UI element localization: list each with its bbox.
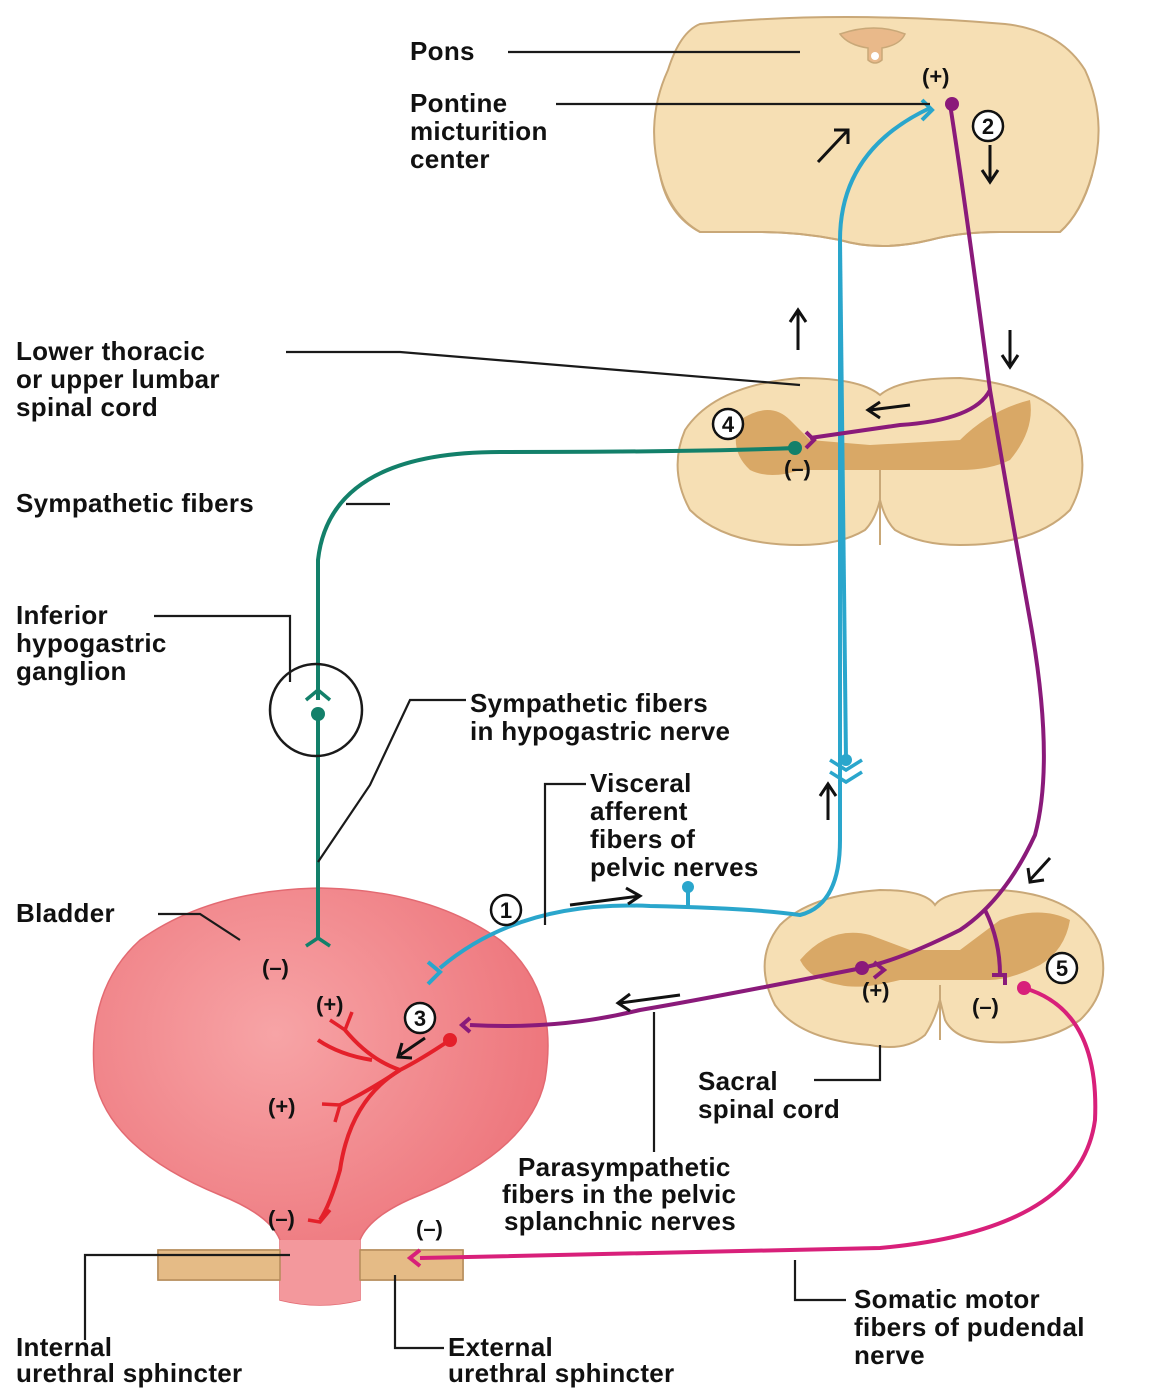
label-sympathetic-hypogastric: Sympathetic fibers in hypogastric nerve	[470, 688, 730, 746]
sign-detrusor-plus-top: (+)	[316, 992, 344, 1017]
step-4: 4	[713, 409, 743, 439]
step-5-number: 5	[1056, 956, 1068, 981]
label-sympathetic-fibers: Sympathetic fibers	[16, 488, 254, 518]
sign-sacral-plus: (+)	[862, 978, 890, 1003]
label-external-sphincter: External urethral sphincter	[448, 1332, 674, 1388]
label-sacral-cord: Sacral spinal cord	[698, 1066, 840, 1124]
label-internal-sphincter: Internal urethral sphincter	[16, 1332, 242, 1388]
step-2: 2	[973, 111, 1003, 141]
sign-pons-plus: (+)	[922, 64, 950, 89]
step-5: 5	[1047, 953, 1077, 983]
sign-internal-minus: (–)	[268, 1206, 295, 1231]
label-pontine-center: Pontine micturition center	[410, 88, 555, 174]
label-inferior-ganglion: Inferior hypogastric ganglion	[16, 600, 174, 686]
step-1-number: 1	[500, 898, 512, 923]
sign-external-minus: (–)	[416, 1216, 443, 1241]
sign-bladder-minus: (–)	[262, 955, 289, 980]
label-visceral-afferent: Visceral afferent fibers of pelvic nerve…	[590, 768, 759, 882]
sign-detrusor-plus-bottom: (+)	[268, 1094, 296, 1119]
label-bladder: Bladder	[16, 898, 115, 928]
step-3-number: 3	[414, 1006, 426, 1031]
label-lower-thoracic: Lower thoracic or upper lumbar spinal co…	[16, 336, 227, 422]
step-3: 3	[405, 1003, 435, 1033]
step-1: 1	[491, 895, 521, 925]
label-pons: Pons	[410, 36, 475, 66]
sign-sacral-minus: (–)	[972, 994, 999, 1019]
step-2-number: 2	[982, 114, 994, 139]
step-4-number: 4	[722, 412, 735, 437]
label-parasympathetic: Parasympathetic fibers in the pelvic spl…	[502, 1152, 744, 1236]
label-somatic-motor: Somatic motor fibers of pudendal nerve	[854, 1284, 1092, 1370]
sign-thoracic-minus: (–)	[784, 456, 811, 481]
